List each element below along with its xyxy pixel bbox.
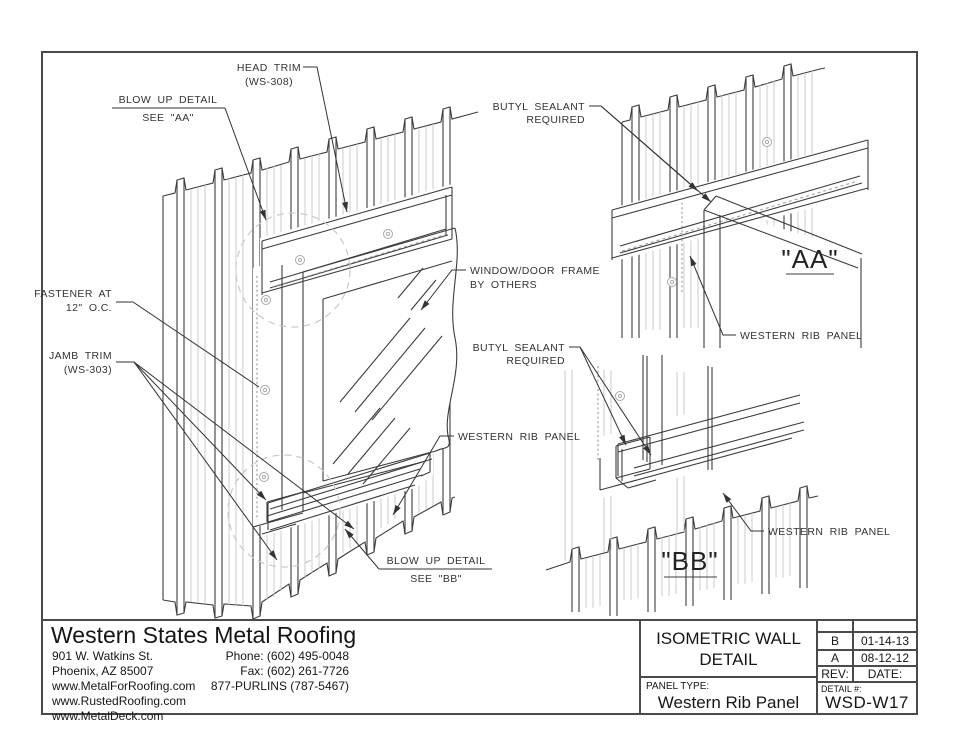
- label-butyl-bb-line2: REQUIRED: [506, 355, 565, 367]
- label-fastener-line2: 12" O.C.: [66, 302, 112, 314]
- company-website-3: www.MetalDeck.com: [52, 709, 164, 724]
- revision-row-a: A 08-12-12: [818, 650, 916, 667]
- screw-fastener-icon: [259, 472, 269, 482]
- leader-jamb-3: [133, 361, 355, 530]
- trim-and-frame-lines: [252, 139, 869, 535]
- label-window-frame-line1: WINDOW/DOOR FRAME: [470, 265, 600, 277]
- company-address1: 901 W. Watkins St.: [52, 649, 153, 663]
- leader-blowup-bb: [344, 528, 380, 570]
- leader-window-frame: [420, 269, 466, 311]
- revision-header-row: REV: DATE:: [818, 667, 916, 683]
- company-name: Western States Metal Roofing: [51, 622, 357, 648]
- screw-fastener-icon: [762, 137, 772, 147]
- company-website-1: www.MetalForRoofing.com: [52, 679, 196, 694]
- label-butyl-aa-line1: BUTYL SEALANT: [493, 101, 586, 113]
- label-butyl-bb-line1: BUTYL SEALANT: [473, 342, 566, 354]
- aa-frame-corner: [703, 195, 863, 348]
- detail-number-value: WSD-W17: [825, 693, 909, 712]
- panel-type-value: Western Rib Panel: [657, 693, 800, 712]
- label-jamb-trim: JAMB TRIM: [49, 350, 112, 362]
- label-jamb-trim-part: (WS-303): [64, 364, 112, 376]
- leader-blowup-aa: [112, 107, 267, 221]
- label-blowup-aa-line2: SEE "AA": [142, 112, 194, 124]
- screw-fastener-icon: [667, 277, 677, 287]
- company-website-2: www.RustedRoofing.com: [52, 694, 187, 709]
- label-window-frame-line2: BY OTHERS: [470, 279, 537, 291]
- screw-fastener-icon: [260, 385, 270, 395]
- drawing-labels: HEAD TRIM (WS-308) BLOW UP DETAIL SEE "A…: [34, 62, 890, 585]
- label-western-rib-bb: WESTERN RIB PANEL: [768, 526, 890, 538]
- jamb-trim: [252, 265, 304, 535]
- leader-lines: [112, 66, 834, 578]
- revision-b-date: 01-14-13: [860, 633, 910, 648]
- company-info: Western States Metal Roofing 901 W. Watk…: [43, 621, 639, 722]
- date-column-label: DATE:: [867, 667, 903, 681]
- leader-western-rib-main: [392, 435, 454, 516]
- sill-trim: [266, 452, 433, 531]
- main-panel-bottom-edge: [162, 496, 456, 620]
- label-blowup-aa-line1: BLOW UP DETAIL: [119, 94, 218, 106]
- revision-row-empty: [818, 621, 916, 634]
- company-address-column: 901 W. Watkins St. Phoenix, AZ 85007 www…: [52, 650, 195, 725]
- leader-jamb-2: [133, 361, 278, 561]
- label-butyl-aa-line2: REQUIRED: [526, 114, 585, 126]
- company-address2: Phoenix, AZ 85007: [52, 664, 154, 679]
- label-blowup-bb-line1: BLOW UP DETAIL: [387, 555, 486, 567]
- company-tollfree: 877-PURLINS (787-5467): [210, 679, 349, 694]
- label-fastener-line1: FASTENER AT: [34, 288, 112, 300]
- label-detail-aa: "AA": [781, 244, 838, 274]
- revision-a-rev: A: [818, 650, 854, 665]
- window-frame: [302, 227, 458, 512]
- label-blowup-bb-line2: SEE "BB": [410, 573, 462, 585]
- leader-western-rib-aa: [689, 255, 736, 336]
- label-detail-bb: "BB": [661, 546, 718, 576]
- leader-butyl-bb-2: [579, 346, 652, 456]
- revision-a-date: 08-12-12: [860, 650, 910, 665]
- company-phone-column: Phone: (602) 495-0048 Fax: (602) 261-772…: [163, 650, 349, 695]
- leader-head-trim: [303, 66, 348, 213]
- glass-glazing-marks: [332, 267, 443, 485]
- revision-row-b: B 01-14-13: [818, 633, 916, 651]
- blowup-circle-bb: [227, 454, 341, 568]
- sheet-title: ISOMETRIC WALL DETAIL: [641, 621, 816, 678]
- white-fills: [253, 138, 870, 536]
- aa-panel-top-edge: [621, 63, 826, 123]
- leader-fastener: [116, 301, 260, 388]
- screw-fastener-icon: [295, 255, 305, 265]
- aa-head-trim: [611, 139, 869, 260]
- revision-b-rev: B: [818, 633, 854, 649]
- rev-column-label: REV:: [818, 667, 854, 681]
- fastener-screw-symbols: [259, 137, 772, 482]
- panel-type-cell: PANEL TYPE: Western Rib Panel: [641, 678, 816, 712]
- screw-fastener-icon: [383, 229, 393, 239]
- sheet-title-line2: DETAIL: [699, 650, 758, 669]
- title-block-footer: Western States Metal Roofing 901 W. Watk…: [41, 619, 918, 722]
- company-fax: Fax: (602) 261-7726: [240, 664, 349, 679]
- head-trim: [261, 186, 453, 295]
- label-head-trim: HEAD TRIM: [237, 62, 301, 74]
- title-block-left: ISOMETRIC WALL DETAIL PANEL TYPE: Wester…: [641, 621, 816, 713]
- screw-fastener-icon: [615, 391, 625, 401]
- leader-butyl-bb-1: [579, 346, 627, 446]
- bb-frame-and-sill: [599, 355, 805, 491]
- sheet-title-line1: ISOMETRIC WALL: [656, 629, 801, 648]
- label-western-rib-aa: WESTERN RIB PANEL: [740, 330, 862, 342]
- main-panel-top-edge: [162, 106, 479, 197]
- leader-western-rib-bb: [722, 492, 764, 532]
- detail-number-label: DETAIL #:: [821, 684, 862, 694]
- label-western-rib-main: WESTERN RIB PANEL: [458, 431, 580, 443]
- leader-butyl-aa-2: [600, 105, 712, 203]
- screw-fastener-icon: [261, 295, 271, 305]
- title-block: ISOMETRIC WALL DETAIL PANEL TYPE: Wester…: [639, 621, 916, 713]
- company-phone: Phone: (602) 495-0048: [225, 649, 349, 663]
- panel-type-label: PANEL TYPE:: [646, 681, 710, 692]
- revision-table: B 01-14-13 A 08-12-12 REV: DATE: DETAIL …: [816, 621, 916, 713]
- detail-number-cell: DETAIL #: WSD-W17: [818, 683, 916, 713]
- blowup-circle-aa: [235, 212, 351, 328]
- label-head-trim-part: (WS-308): [245, 76, 293, 88]
